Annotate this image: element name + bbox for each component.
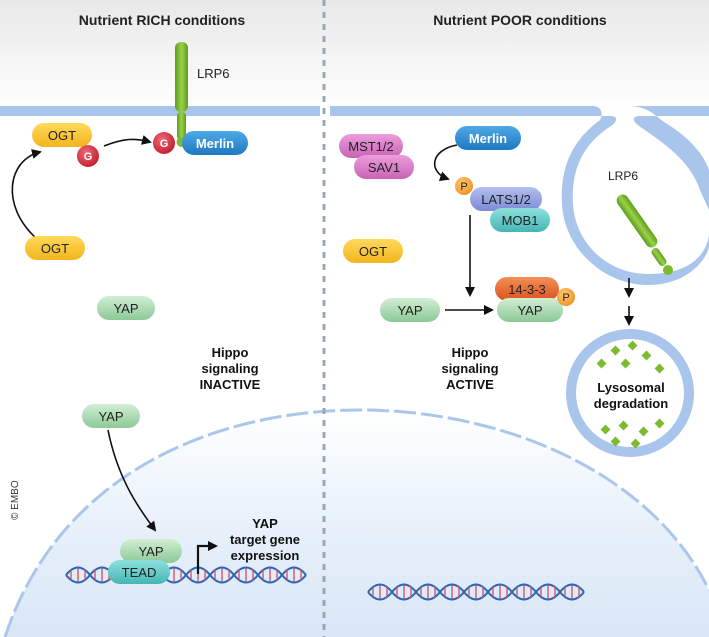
ogt-membrane-label: OGT	[48, 128, 76, 143]
arrow-merlin-to-lats	[433, 144, 458, 182]
ogt-cytoplasm-label: OGT	[41, 241, 69, 256]
arrow-ogt-recruit	[11, 149, 42, 239]
mob1: MOB1	[490, 208, 550, 232]
nuclear-envelope-dots	[3, 408, 709, 637]
yap-bound: YAP	[497, 298, 563, 322]
yap-nucleus-label: YAP	[138, 544, 163, 559]
phospho-lats: P	[455, 177, 473, 195]
ogt-right-label: OGT	[359, 244, 387, 259]
g-label-ogt: G	[84, 151, 93, 163]
plasma-membrane-left	[0, 106, 320, 116]
title-poor: Nutrient POOR conditions	[433, 12, 607, 28]
lysosomal-label-1: Lysosomal	[597, 380, 664, 395]
dna-left	[65, 566, 307, 584]
embo-credit: © EMBO	[10, 480, 21, 520]
yap-cytoplasm-left: YAP	[97, 296, 155, 320]
dna-right	[367, 583, 585, 601]
degraded-fragments	[596, 340, 665, 449]
hippo-active-2: signaling	[441, 361, 498, 376]
lats12: LATS1/2	[470, 187, 542, 211]
hippo-inactive-2: signaling	[201, 361, 258, 376]
ogt-membrane: OGT	[32, 123, 92, 147]
hippo-inactive-3: INACTIVE	[200, 377, 261, 392]
lysosomal-label-2: degradation	[594, 396, 668, 411]
endocytic-vesicle-neck	[628, 106, 709, 210]
target-gene-1: YAP	[252, 516, 278, 531]
p-lats-label: P	[460, 181, 467, 193]
arrow-g-transfer	[103, 135, 152, 147]
p1433-label: 14-3-3	[508, 282, 546, 297]
lrp6-label-right: LRP6	[608, 169, 638, 183]
ogt-cytoplasm: OGT	[25, 236, 85, 260]
target-gene-2: target gene	[230, 532, 300, 547]
g-label-lrp6: G	[160, 138, 169, 150]
ogt-right: OGT	[343, 239, 403, 263]
sav1: SAV1	[354, 155, 414, 179]
sav1-label: SAV1	[368, 160, 400, 175]
merlin-left: Merlin	[182, 131, 248, 155]
top-band	[0, 0, 709, 110]
yap-cytoplasm-right: YAP	[380, 298, 440, 322]
yap-bound-label: YAP	[517, 303, 542, 318]
yap-entering-nucleus: YAP	[82, 404, 140, 428]
lrp6-receptor-right	[616, 194, 673, 275]
title-rich: Nutrient RICH conditions	[79, 12, 246, 28]
merlin-right: Merlin	[455, 126, 521, 150]
protein-14-3-3: 14-3-3	[495, 277, 559, 301]
lats12-label: LATS1/2	[481, 192, 531, 207]
arrow-yap-import	[107, 429, 157, 532]
lrp6-label-left: LRP6	[197, 66, 230, 81]
hippo-inactive-1: Hippo	[212, 345, 249, 360]
hippo-active-3: ACTIVE	[446, 377, 494, 392]
lrp6-receptor-left	[175, 42, 188, 147]
yap-entering-label: YAP	[98, 409, 123, 424]
tead-label: TEAD	[122, 565, 157, 580]
yap-cytoplasm-right-label: YAP	[397, 303, 422, 318]
phospho-yap: P	[557, 288, 575, 306]
merlin-right-label: Merlin	[469, 131, 507, 146]
merlin-left-label: Merlin	[196, 136, 234, 151]
hippo-active-1: Hippo	[452, 345, 489, 360]
target-gene-3: expression	[231, 548, 300, 563]
mst12-label: MST1/2	[348, 139, 394, 154]
p-yap-label: P	[562, 292, 569, 304]
mob1-label: MOB1	[502, 213, 539, 228]
o-glcnac-on-ogt: G	[77, 145, 99, 167]
yap-nucleus: YAP	[120, 539, 182, 563]
yap-cytoplasm-left-label: YAP	[113, 301, 138, 316]
mst12: MST1/2	[339, 134, 403, 158]
transcription-arrow	[196, 541, 218, 574]
o-glcnac-on-lrp6: G	[153, 132, 175, 154]
tead: TEAD	[108, 560, 170, 584]
